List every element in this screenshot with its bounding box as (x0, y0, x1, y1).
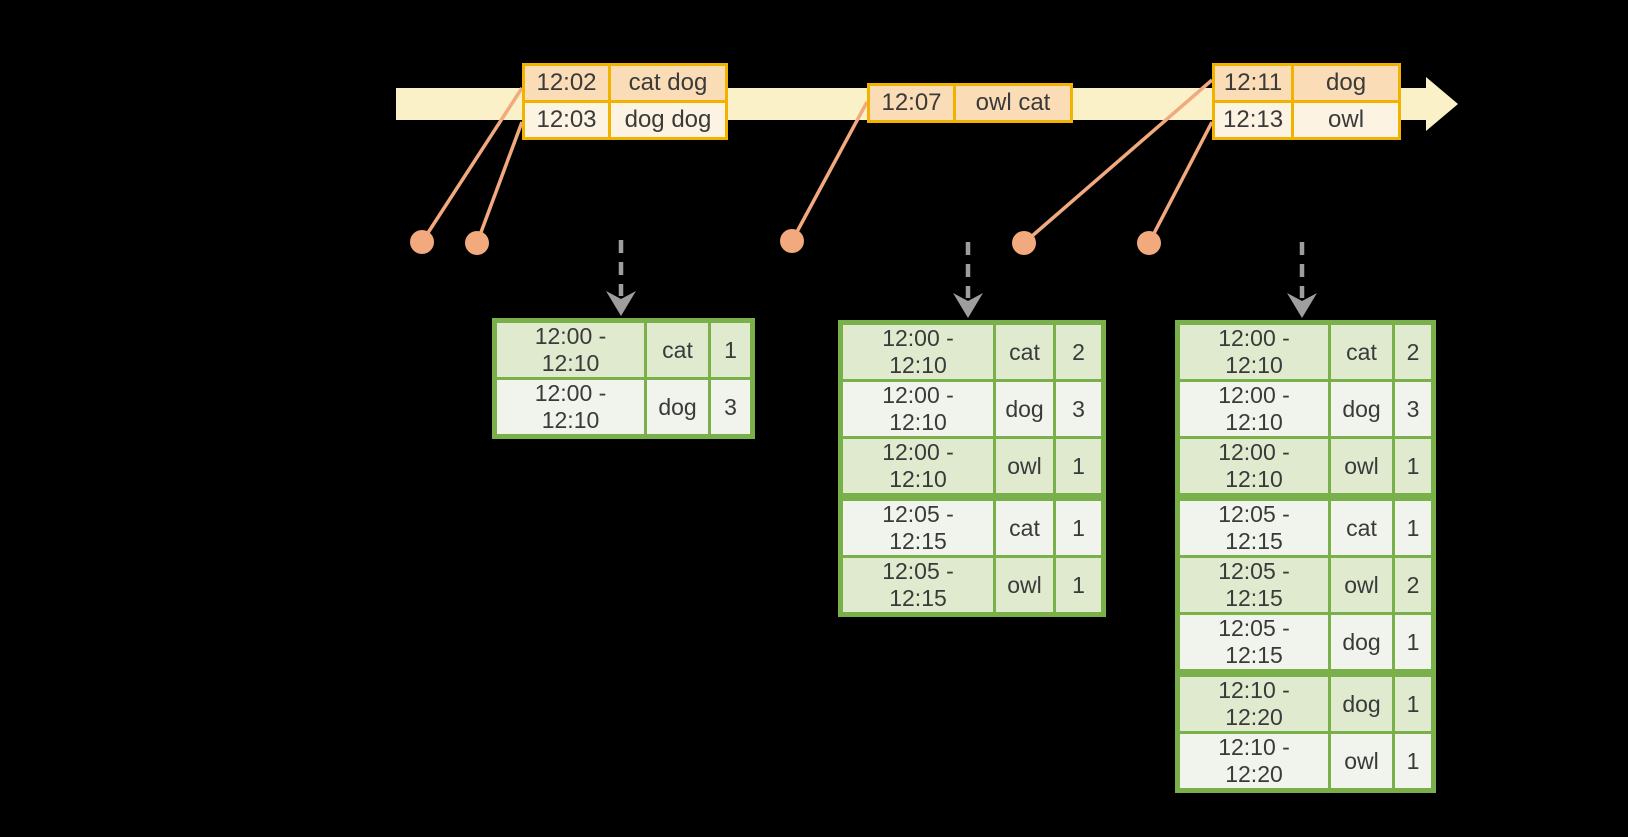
window-cell: 12:05 - 12:15 (839, 493, 996, 558)
word-cell: cat (993, 321, 1056, 382)
event-words-cell: dog (1291, 63, 1402, 103)
word-cell: dog (993, 379, 1056, 439)
window-cell: 12:00 - 12:10 (839, 321, 996, 382)
connector-line (1147, 121, 1214, 244)
word-cell: owl (1328, 436, 1395, 499)
word-cell: owl (993, 555, 1056, 616)
word-cell: cat (993, 493, 1056, 558)
connector-line (1022, 78, 1214, 245)
window-cell: 12:00 - 12:10 (1176, 436, 1331, 499)
count-cell: 1 (1392, 436, 1435, 499)
connector-line (475, 121, 524, 244)
count-cell: 2 (1392, 321, 1435, 382)
count-cell: 1 (1392, 669, 1435, 734)
connector-line (790, 101, 869, 242)
word-cell: cat (644, 319, 711, 380)
event-dot (410, 230, 434, 254)
window-cell: 12:10 - 12:20 (1176, 669, 1331, 734)
event-dot (1012, 231, 1036, 255)
event-dot (780, 229, 804, 253)
trigger-arrow-icon (606, 240, 636, 316)
word-cell: cat (1328, 321, 1395, 382)
count-cell: 1 (1053, 493, 1105, 558)
word-cell: owl (1328, 731, 1395, 792)
count-cell: 1 (1392, 493, 1435, 558)
word-cell: dog (644, 377, 711, 438)
count-cell: 2 (1053, 321, 1105, 382)
event-words-cell: cat dog (608, 63, 728, 103)
word-cell: dog (1328, 669, 1395, 734)
event-words-cell: owl (1291, 100, 1402, 140)
window-cell: 12:10 - 12:20 (1176, 731, 1331, 792)
trigger-arrow-icon (953, 242, 983, 318)
count-cell: 1 (1053, 436, 1105, 499)
count-cell: 3 (708, 377, 754, 438)
window-cell: 12:00 - 12:10 (493, 319, 647, 380)
event-time-cell: 12:03 (522, 100, 611, 140)
window-cell: 12:05 - 12:15 (1176, 493, 1331, 558)
window-cell: 12:05 - 12:15 (1176, 612, 1331, 675)
window-cell: 12:00 - 12:10 (839, 379, 996, 439)
word-cell: owl (993, 436, 1056, 499)
timeline-arrowhead-icon (1426, 77, 1458, 131)
trigger-arrow-icon (1287, 242, 1317, 318)
count-cell: 1 (1053, 555, 1105, 616)
word-cell: dog (1328, 612, 1395, 675)
window-cell: 12:00 - 12:10 (1176, 321, 1331, 382)
event-time-cell: 12:07 (867, 83, 956, 123)
count-cell: 2 (1392, 555, 1435, 615)
window-cell: 12:05 - 12:15 (1176, 555, 1331, 615)
count-cell: 1 (1392, 612, 1435, 675)
count-cell: 3 (1053, 379, 1105, 439)
event-words-cell: owl cat (953, 83, 1073, 123)
window-cell: 12:00 - 12:10 (839, 436, 996, 499)
window-cell: 12:00 - 12:10 (493, 377, 647, 438)
count-cell: 1 (708, 319, 754, 380)
connector-line (420, 87, 524, 243)
event-words-cell: dog dog (608, 100, 728, 140)
window-cell: 12:00 - 12:10 (1176, 379, 1331, 439)
event-time-cell: 12:11 (1211, 63, 1295, 103)
count-cell: 3 (1392, 379, 1435, 439)
event-time-cell: 12:02 (522, 63, 611, 103)
word-cell: cat (1328, 493, 1395, 558)
word-cell: dog (1328, 379, 1395, 439)
window-cell: 12:05 - 12:15 (839, 555, 996, 616)
word-cell: owl (1328, 555, 1395, 615)
count-cell: 1 (1392, 731, 1435, 792)
event-time-cell: 12:13 (1211, 100, 1295, 140)
event-dot (465, 231, 489, 255)
event-dot (1137, 231, 1161, 255)
